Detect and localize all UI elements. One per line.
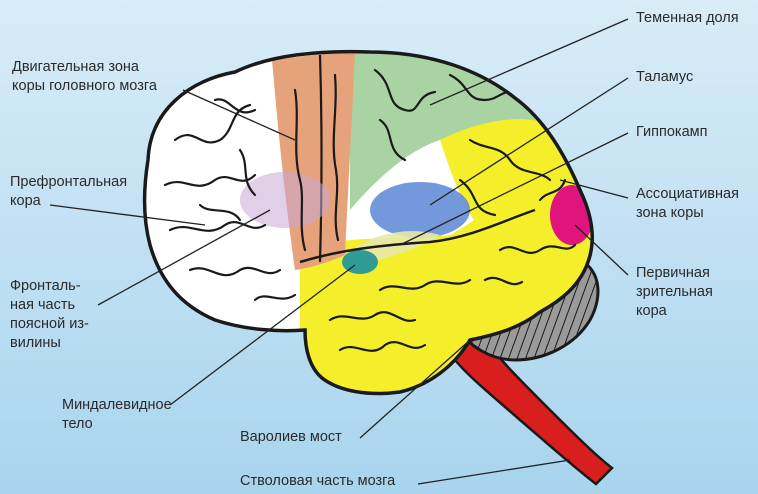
label-prefrontal-line1: Префронтальная: [10, 174, 128, 190]
leader-hippocampus: [399, 132, 629, 246]
leader-parietal: [429, 18, 629, 106]
label-association-cortex: Ассоциативная зона коры: [636, 185, 739, 223]
label-hippocampus-text: Гиппокамп: [636, 124, 708, 140]
label-amygdala-line1: Миндалевидное: [62, 397, 172, 413]
label-brainstem-text: Стволовая часть мозга: [240, 473, 396, 489]
label-cingulate-line1: Фронталь-: [10, 278, 81, 294]
label-hippocampus: Гиппокамп: [636, 123, 707, 142]
label-visual-cortex: Первичная зрительная кора: [636, 264, 713, 321]
label-visual-line2: зрительная: [636, 284, 713, 300]
label-cingulate-line4: вилины: [10, 335, 61, 351]
label-pons-text: Варолиев мост: [240, 429, 342, 445]
label-cingulate-gyrus: Фронталь- ная часть поясной из- вилины: [10, 277, 89, 353]
leader-motor: [182, 89, 296, 141]
label-visual-line3: кора: [636, 303, 667, 319]
leader-pons: [359, 339, 471, 439]
label-brainstem: Стволовая часть мозга: [240, 472, 395, 491]
label-parietal-text: Теменная доля: [636, 10, 739, 26]
leader-prefrontal: [49, 204, 206, 226]
motor-stripe: [318, 54, 323, 263]
label-association-line2: зона коры: [636, 205, 704, 221]
label-amygdala-line2: тело: [62, 416, 93, 432]
thalamus-fill: [370, 182, 470, 238]
label-motor-line1: Двигательная зона: [12, 59, 139, 75]
label-amygdala: Миндалевидное тело: [62, 396, 172, 434]
leader-cingulate: [97, 209, 271, 306]
leader-amygdala: [169, 264, 356, 406]
label-association-line1: Ассоциативная: [636, 186, 739, 202]
label-pons: Варолиев мост: [240, 428, 342, 447]
label-motor-line2: коры головного мозга: [12, 78, 157, 94]
sylvian-fissure: [299, 208, 536, 264]
label-thalamus: Таламус: [636, 68, 693, 87]
label-prefrontal-cortex: Префронтальная кора: [10, 173, 127, 211]
label-cingulate-line3: поясной из-: [10, 316, 89, 332]
label-motor-cortex: Двигательная зона коры головного мозга: [12, 58, 157, 96]
label-visual-line1: Первичная: [636, 265, 710, 281]
leader-thalamus: [429, 77, 629, 206]
leader-association: [559, 179, 629, 199]
label-cingulate-line2: ная часть: [10, 297, 76, 313]
label-thalamus-text: Таламус: [636, 69, 694, 85]
label-parietal-lobe: Теменная доля: [636, 9, 739, 28]
label-prefrontal-line2: кора: [10, 193, 41, 209]
leader-visual: [574, 224, 629, 276]
cerebrum-outline: [142, 49, 594, 396]
leader-brainstem: [417, 459, 571, 485]
